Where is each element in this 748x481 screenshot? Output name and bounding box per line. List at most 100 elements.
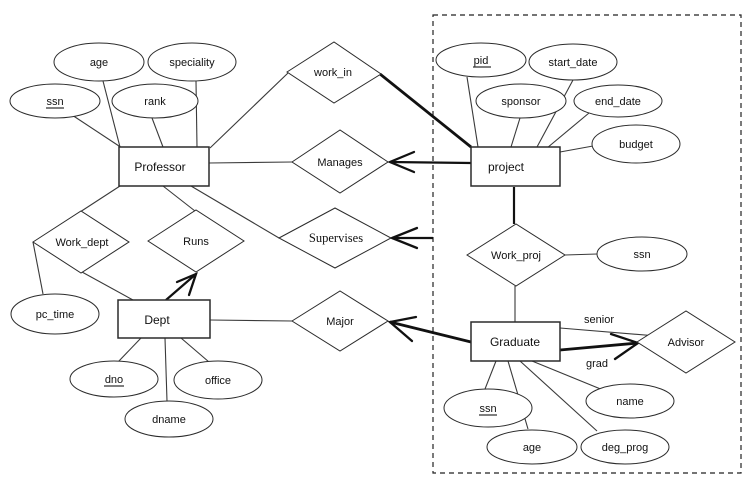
attribute-professor-age-label: age <box>90 57 108 69</box>
entity-project-label: project <box>488 160 525 174</box>
attribute-dept-pc-time <box>10 293 100 335</box>
runs-arrowhead-icon <box>175 271 198 297</box>
edge-professor-age <box>102 80 121 148</box>
attribute-graduate-ssn <box>443 388 533 428</box>
attribute-graduate-age <box>486 429 578 465</box>
edge-workproj-ssn <box>564 253 598 256</box>
edge-project-start-date <box>536 79 574 148</box>
relationship-manages <box>291 129 389 194</box>
major-arrowhead-icon <box>387 315 418 343</box>
edge-professor-manages <box>208 161 293 164</box>
role-labels: senior grad <box>584 314 614 370</box>
attribute-project-start-date <box>528 43 618 81</box>
attribute-dept-office-label: office <box>205 375 231 387</box>
entity-dept-label: Dept <box>144 313 170 327</box>
edge-project-manages-thick <box>389 160 472 165</box>
attribute-project-pid <box>435 42 527 78</box>
edge-professor-runs <box>162 185 196 212</box>
attribute-work-proj-ssn-label: ssn <box>633 249 650 261</box>
attribute-professor-age <box>53 42 145 82</box>
attribute-professor-rank-label: rank <box>144 96 166 108</box>
edge-graduate-degprog <box>519 360 598 432</box>
edge-workdept-dept <box>81 271 134 301</box>
edge-graduate-name <box>531 360 604 391</box>
attribute-professor-speciality-label: speciality <box>169 57 215 69</box>
edge-professor-speciality <box>195 80 198 148</box>
entity-professor <box>118 146 210 187</box>
edge-graduate-ssn <box>484 360 497 390</box>
attribute-dept-pc-time-label: pc_time <box>36 309 75 321</box>
relationship-supervises-label: Supervises <box>309 231 363 245</box>
attribute-professor-speciality <box>147 42 237 82</box>
entity-shapes: Professor project Dept Graduate <box>117 146 561 362</box>
attribute-graduate-name <box>585 383 675 419</box>
attribute-project-pid-label: pid <box>474 55 489 67</box>
attribute-project-end-date-label: end_date <box>595 96 641 108</box>
role-label-grad: grad <box>586 358 608 370</box>
edge-professor-workdept <box>79 185 121 213</box>
entity-professor-label: Professor <box>134 160 185 174</box>
edge-graduate-advisor-grad-thick <box>559 341 639 352</box>
attribute-graduate-age-label: age <box>523 442 541 454</box>
relationship-shapes: work_in Manages Supervises Runs Work_dep… <box>32 41 736 374</box>
attribute-project-sponsor-label: sponsor <box>501 96 540 108</box>
role-label-senior: senior <box>584 314 614 326</box>
entity-graduate <box>470 321 561 362</box>
attribute-dept-office <box>173 360 263 400</box>
relationship-work-dept <box>32 210 130 274</box>
attribute-dept-dname <box>124 400 214 438</box>
attribute-graduate-deg-prog <box>580 429 670 465</box>
attribute-dept-dname-label: dname <box>152 414 186 426</box>
relationship-work-proj <box>466 223 566 287</box>
edge-project-pid <box>466 76 479 148</box>
relationship-major <box>291 290 389 352</box>
edges <box>32 72 658 432</box>
edge-graduate-major-thick <box>389 320 472 344</box>
relationship-work-in-label: work_in <box>313 67 352 79</box>
attribute-professor-rank <box>111 83 199 119</box>
entity-dept <box>117 299 211 339</box>
attribute-work-proj-ssn <box>596 236 688 272</box>
edge-professor-supervises <box>190 185 280 239</box>
dashed-boundary-box <box>432 14 742 474</box>
relationship-advisor-label: Advisor <box>668 337 705 349</box>
attribute-graduate-deg-prog-label: deg_prog <box>602 442 649 454</box>
relationship-work-proj-label: Work_proj <box>491 250 541 262</box>
attribute-project-end-date <box>573 84 663 118</box>
entity-graduate-label: Graduate <box>490 335 540 349</box>
attribute-professor-ssn <box>9 83 101 119</box>
advisor-arrowhead-icon <box>609 332 641 361</box>
attribute-dept-dno-label: dno <box>105 374 123 386</box>
edge-professor-ssn <box>71 114 123 149</box>
attribute-project-budget-label: budget <box>619 139 653 151</box>
attribute-dept-dno <box>69 360 159 398</box>
thick-edges <box>165 72 641 361</box>
edge-workdept-pctime <box>32 241 44 295</box>
attribute-project-sponsor <box>475 83 567 119</box>
edge-workin-project-thick <box>379 72 472 149</box>
entity-project <box>470 146 561 187</box>
attribute-project-start-date-label: start_date <box>549 57 598 69</box>
relationship-advisor <box>636 310 736 374</box>
edge-project-end-date <box>546 112 590 149</box>
manages-arrowhead-icon <box>387 150 416 174</box>
edge-dept-dname <box>164 337 168 402</box>
edge-professor-rank <box>151 117 164 148</box>
relationship-work-dept-label: Work_dept <box>56 237 109 249</box>
attribute-shapes: ssn age rank speciality pid start_date s… <box>9 42 688 465</box>
edge-dept-major <box>209 319 293 322</box>
edge-project-sponsor <box>510 117 521 148</box>
attribute-professor-ssn-label: ssn <box>46 96 63 108</box>
relationship-manages-label: Manages <box>317 157 363 169</box>
edge-graduate-advisor-senior <box>559 327 658 337</box>
relationship-runs <box>147 209 245 273</box>
edge-dept-runs-thick <box>165 273 197 301</box>
relationship-supervises <box>277 207 393 269</box>
edge-project-budget <box>559 145 594 153</box>
edge-dept-office <box>180 337 210 363</box>
relationship-runs-label: Runs <box>183 236 209 248</box>
attribute-graduate-name-label: name <box>616 396 644 408</box>
edge-professor-workin <box>209 72 289 149</box>
attribute-project-budget <box>591 124 681 164</box>
